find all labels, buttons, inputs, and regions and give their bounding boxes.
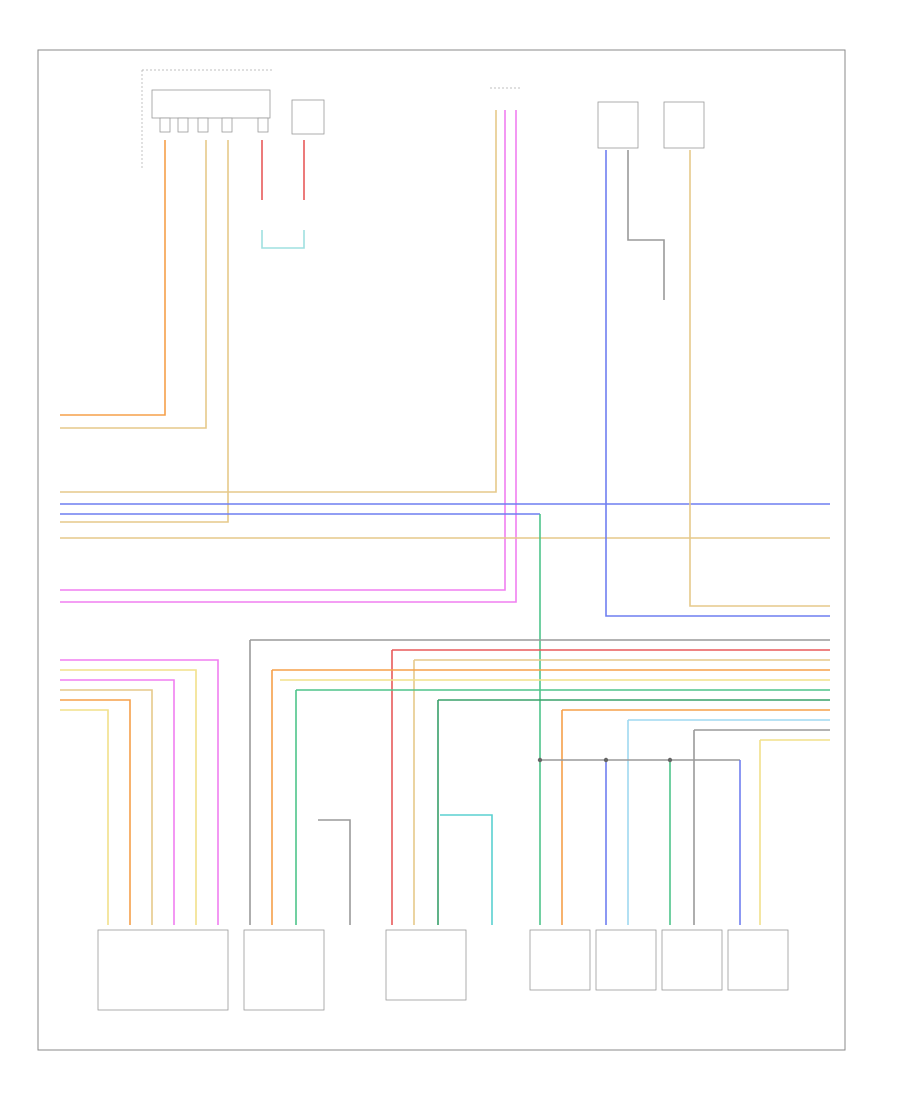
wire-orange-1: [60, 140, 166, 416]
component-block-3: [385, 929, 467, 1001]
wire-pink-left: [60, 659, 219, 925]
splice-icon: [667, 757, 673, 763]
wire-teal-short: [440, 814, 493, 925]
wire-yellow-left-2: [60, 709, 109, 925]
splice-icon: [537, 757, 543, 763]
splice-icon: [603, 757, 609, 763]
wire-yellow-left-1: [60, 669, 197, 925]
top-sensor-module: [291, 99, 325, 135]
component-block-2: [243, 929, 325, 1011]
wire-yellow-bus-2: [759, 739, 830, 925]
component-block-6: [661, 929, 723, 991]
wire-pink-center-2: [60, 110, 517, 603]
diagram-border: [37, 49, 846, 1051]
wire-tan-left: [60, 689, 153, 925]
wire-gray-short: [318, 819, 351, 925]
wire-gray-speaker: [627, 150, 665, 300]
wire-orange-bus-2: [561, 709, 830, 925]
wire-blue-speaker: [605, 150, 830, 617]
component-block-1: [97, 929, 229, 1011]
wire-pink-left-2: [60, 679, 175, 925]
wire-gray-bus-2: [693, 729, 830, 925]
component-block-5: [595, 929, 657, 991]
wire-darkgreen-bus: [437, 699, 830, 925]
wire-pink-center-1: [60, 110, 506, 591]
wire-tan-2: [60, 140, 229, 523]
left-front-speaker: [663, 101, 705, 149]
wire-tan-1: [60, 140, 207, 429]
wire-tan-bus-2: [413, 659, 830, 925]
wire-tan-center: [60, 110, 497, 493]
wire-orange-bus: [271, 669, 830, 925]
wire-teal-loop: [261, 230, 305, 249]
wire-green-bus: [295, 689, 830, 925]
wire-gray-bus: [249, 639, 830, 925]
bottom-components: [97, 929, 789, 1011]
component-block-7: [727, 929, 789, 991]
wire-harness: [60, 110, 830, 925]
wire-lightblue-bus: [627, 719, 830, 925]
wire-tan-speaker: [689, 150, 830, 607]
right-front-speaker: [597, 101, 639, 149]
wire-orange-left: [60, 699, 131, 925]
splice-points: [537, 757, 673, 763]
component-block-4: [529, 929, 591, 991]
top-left-module: [141, 69, 272, 170]
wire-red-bus: [391, 649, 830, 925]
